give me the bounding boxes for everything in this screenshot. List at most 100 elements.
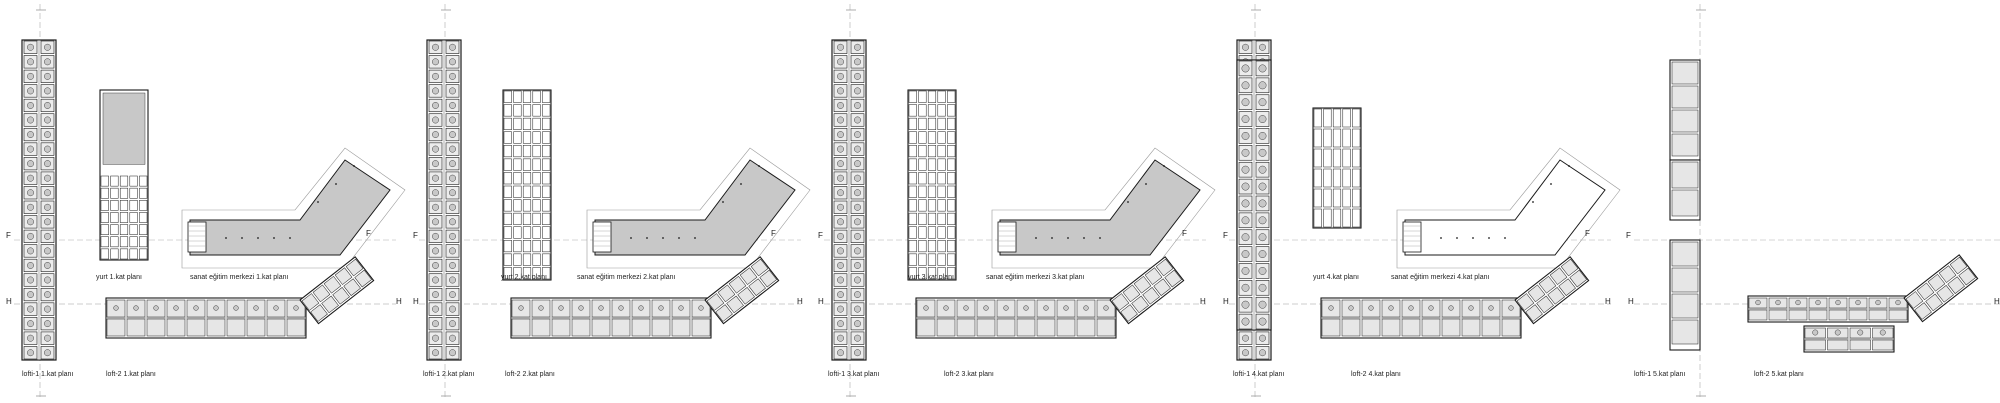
room-fixture bbox=[432, 72, 439, 80]
room-fixture bbox=[1258, 199, 1267, 208]
room-fixture bbox=[837, 218, 844, 226]
wing-outline bbox=[1903, 254, 1979, 323]
yurt-room bbox=[532, 267, 541, 280]
yurt-room bbox=[927, 117, 937, 130]
loft-unit-bottom bbox=[286, 318, 306, 337]
room-fixture bbox=[432, 276, 439, 284]
yurt-room bbox=[119, 236, 129, 248]
room-fixture bbox=[44, 349, 51, 357]
room-fixture bbox=[1258, 317, 1267, 326]
loft-unit-bottom bbox=[1808, 309, 1828, 321]
wing-unit bbox=[1155, 258, 1174, 277]
yurt-room bbox=[937, 90, 946, 103]
lofti-5-room bbox=[1671, 241, 1699, 267]
room-fixture bbox=[44, 145, 51, 153]
yurt-room bbox=[937, 104, 946, 117]
loft-fixture bbox=[113, 305, 119, 311]
loft-unit-bottom bbox=[1461, 318, 1481, 337]
yurt-room bbox=[927, 185, 937, 198]
loft-unit-bottom bbox=[1828, 309, 1848, 321]
yurt-room bbox=[908, 90, 917, 103]
room-fixture bbox=[854, 262, 861, 269]
yurt-room bbox=[1313, 188, 1322, 208]
room-fixture bbox=[854, 102, 861, 109]
yurt-room bbox=[513, 240, 522, 253]
wing-outline bbox=[1514, 256, 1590, 325]
loft-unit-bottom bbox=[206, 318, 226, 337]
column bbox=[353, 165, 355, 167]
room-fixture bbox=[837, 102, 844, 109]
yurt-room bbox=[532, 158, 541, 171]
room-fixture bbox=[854, 232, 861, 240]
loft-fixture bbox=[1408, 305, 1414, 311]
wing-unit bbox=[1558, 278, 1576, 296]
loft-fixture bbox=[1043, 305, 1049, 311]
column bbox=[678, 237, 680, 239]
yurt-room bbox=[100, 224, 109, 235]
loft-fixture bbox=[253, 305, 259, 311]
yurt-room bbox=[1313, 168, 1322, 188]
wing-unit bbox=[1927, 273, 1946, 292]
room-fixture bbox=[854, 320, 861, 328]
room-fixture bbox=[44, 276, 51, 284]
loft-fixture bbox=[1468, 305, 1474, 311]
loft-fixture bbox=[133, 305, 139, 311]
yurt-room bbox=[947, 172, 956, 185]
yurt-room bbox=[927, 240, 937, 253]
room-fixture bbox=[27, 58, 34, 66]
yurt-room bbox=[542, 104, 551, 117]
room-fixture bbox=[44, 72, 51, 80]
yurt-room bbox=[503, 267, 512, 280]
loft-fixture bbox=[293, 305, 299, 311]
yurt-room bbox=[513, 145, 522, 158]
yurt-room bbox=[129, 236, 138, 248]
yurt-room bbox=[532, 117, 541, 130]
loft-fixture bbox=[1755, 299, 1761, 306]
yurt-room bbox=[513, 131, 522, 144]
wing-unit bbox=[1547, 287, 1565, 305]
wing-unit bbox=[1914, 302, 1932, 320]
wing-unit bbox=[1560, 258, 1579, 277]
loft-unit-bottom bbox=[1421, 318, 1441, 337]
room-fixture bbox=[27, 189, 34, 197]
column bbox=[1051, 237, 1053, 239]
yurt-floor-3-label: yurt 3.kat planı bbox=[908, 274, 954, 281]
axis-h-left: H bbox=[6, 297, 12, 306]
wing-unit bbox=[1936, 285, 1954, 303]
axis-f-left: F bbox=[818, 231, 823, 240]
room-fixture bbox=[449, 87, 456, 95]
yurt-room bbox=[532, 185, 541, 198]
column bbox=[1456, 237, 1458, 239]
wing-unit bbox=[1947, 276, 1965, 294]
room-fixture bbox=[449, 160, 456, 168]
yurt-room bbox=[1352, 168, 1361, 188]
yurt-room bbox=[908, 117, 917, 130]
wing-unit bbox=[1164, 269, 1182, 288]
room-fixture bbox=[449, 72, 456, 80]
yurt-room bbox=[918, 158, 927, 171]
room-fixture bbox=[27, 174, 34, 182]
room-fixture bbox=[837, 320, 844, 328]
yurt-room bbox=[119, 187, 129, 199]
yurt-room bbox=[927, 90, 937, 103]
room-fixture bbox=[449, 145, 456, 153]
room-fixture bbox=[1242, 349, 1249, 357]
room-fixture bbox=[449, 116, 456, 124]
loft-fixture bbox=[1368, 305, 1374, 311]
yurt-outline bbox=[502, 89, 552, 281]
yurt-room bbox=[532, 212, 541, 225]
sanat-egitim-merkezi bbox=[991, 147, 1216, 269]
room-fixture bbox=[449, 189, 456, 197]
yurt-room bbox=[129, 248, 138, 260]
loft-fixture bbox=[1795, 299, 1801, 306]
room-fixture bbox=[449, 203, 456, 211]
wing-unit bbox=[726, 295, 744, 314]
yurt-room bbox=[947, 90, 956, 103]
yurt-common-hall bbox=[102, 92, 146, 165]
room-fixture bbox=[1258, 81, 1267, 90]
wing-unit bbox=[728, 275, 747, 294]
yurt-room bbox=[1323, 168, 1332, 188]
loft-fixture bbox=[963, 305, 969, 311]
room-fixture bbox=[854, 72, 861, 80]
loft-fixture bbox=[1834, 329, 1841, 336]
